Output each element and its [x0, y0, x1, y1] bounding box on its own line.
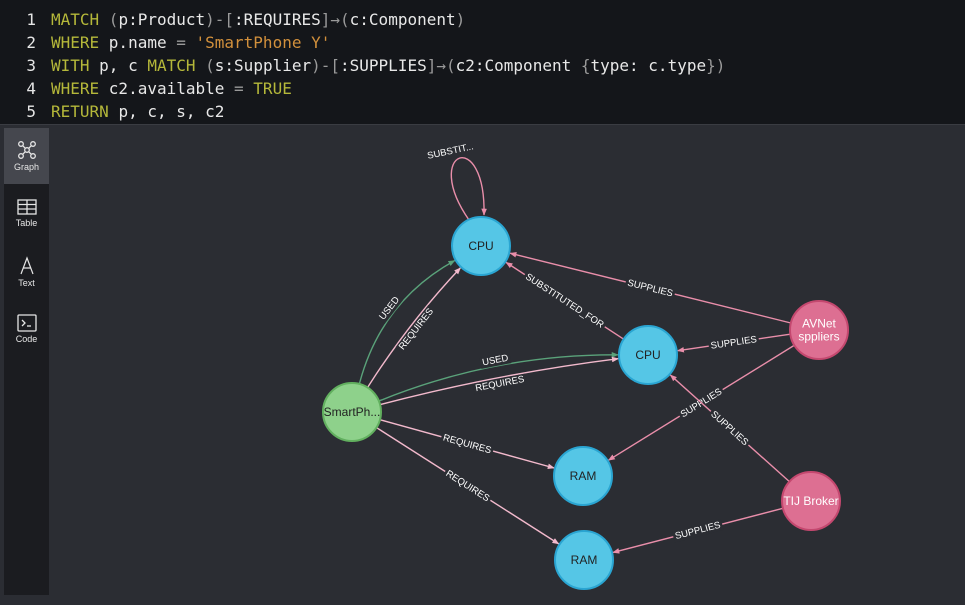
code-token: s:Supplier	[214, 56, 312, 75]
node-circle	[781, 471, 841, 531]
code-token: (	[108, 10, 119, 29]
code-token: WITH	[51, 56, 100, 75]
sidebar-item-table[interactable]: Table	[4, 186, 49, 242]
node-circle	[789, 300, 849, 360]
line-number: 1	[26, 10, 36, 29]
code-token: WHERE	[51, 33, 109, 52]
graph-node-tij[interactable]: TIJ Broker	[781, 471, 841, 531]
line-number: 5	[26, 102, 36, 121]
code-token: p, c, s, c2	[118, 102, 225, 121]
edge-label: USED	[481, 353, 509, 369]
text-icon	[19, 256, 34, 275]
graph-edge-supplies[interactable]: SUPPLIES	[669, 374, 790, 483]
edge-label: REQUIRES	[442, 432, 493, 456]
node-circle	[618, 325, 678, 385]
code-token: :REQUIRES	[234, 10, 321, 29]
node-circle	[554, 530, 614, 590]
graph-edge-supplies[interactable]: SUPPLIES	[612, 507, 784, 554]
line-number: 4	[26, 79, 36, 98]
code-token: RETURN	[51, 102, 119, 121]
edge-label: SUBSTITUTED_FOR	[523, 271, 606, 330]
line-code: RETURN p, c, s, c2	[51, 100, 224, 123]
code-token: {	[580, 56, 591, 75]
node-label: RAM	[570, 469, 597, 483]
code-token: c2:Component	[455, 56, 581, 75]
node-circle	[322, 382, 382, 442]
code-token: 'SmartPhone Y'	[195, 33, 331, 52]
code-token: )-[	[205, 10, 235, 29]
code-token: :SUPPLIES	[340, 56, 427, 75]
graph-edge-requires[interactable]: REQUIRES	[379, 419, 555, 470]
table-icon	[16, 199, 37, 215]
node-label: SmartPh...	[324, 405, 381, 419]
sidebar-item-code[interactable]: Code	[4, 302, 49, 358]
code-token: =	[234, 79, 254, 98]
graph-node-sp[interactable]: SmartPh...	[322, 382, 382, 442]
edge-label: SUPPLIES	[626, 278, 674, 300]
sidebar-item-label: Table	[15, 218, 38, 228]
edge-label: REQUIRES	[397, 306, 436, 352]
code-token: (	[205, 56, 215, 75]
code-icon	[16, 314, 37, 332]
code-token: MATCH	[51, 10, 109, 29]
code-token: MATCH	[147, 56, 206, 75]
graph-node-cpu2[interactable]: CPU	[618, 325, 678, 385]
line-number: 2	[26, 33, 36, 52]
code-token: ]→(	[320, 10, 350, 29]
sidebar-item-label: Text	[18, 278, 35, 288]
line-code: WHERE p.name = 'SmartPhone Y'	[51, 31, 330, 54]
line-code: WHERE c2.available = TRUE	[51, 77, 292, 100]
code-token: p.name	[108, 33, 177, 52]
graph-edge-substituted-for[interactable]: SUBSTITUTED_FOR	[505, 261, 625, 340]
node-circle	[553, 446, 613, 506]
edge-label: SUPPLIES	[674, 520, 722, 542]
graph-node-ram1[interactable]: RAM	[553, 446, 613, 506]
edge-label: SUPPLIES	[710, 334, 758, 352]
code-token: c:Component	[349, 10, 456, 29]
node-circle	[451, 216, 511, 276]
view-sidebar: Graph Table Text Code	[4, 128, 49, 595]
edge-label: REQUIRES	[444, 468, 492, 504]
code-token: )-[	[311, 56, 341, 75]
code-token: p, c	[99, 56, 148, 75]
code-token: })	[706, 56, 726, 75]
code-token: ]→(	[426, 56, 456, 75]
graph-edge-used[interactable]: USED	[378, 351, 619, 402]
graph-icon	[17, 141, 36, 159]
code-token: type: c.type	[590, 56, 707, 75]
graph-edge-used[interactable]: USED	[358, 259, 456, 385]
graph-edge-requires[interactable]: REQUIRES	[366, 267, 461, 388]
node-label: TIJ Broker	[783, 494, 838, 508]
code-token: )	[455, 10, 466, 29]
graph-edge-supplies[interactable]: SUPPLIES	[676, 333, 791, 353]
code-token: p:Product	[118, 10, 206, 29]
line-code: MATCH (p:Product)-[:REQUIRES]→(c:Compone…	[51, 8, 465, 31]
code-token: c2.available	[108, 79, 235, 98]
sidebar-item-graph[interactable]: Graph	[4, 128, 49, 184]
sidebar-item-text[interactable]: Text	[4, 244, 49, 300]
line-number: 3	[26, 56, 36, 75]
code-token: WHERE	[51, 79, 109, 98]
node-label: CPU	[468, 239, 493, 253]
node-label: CPU	[635, 348, 660, 362]
node-label: RAM	[571, 553, 598, 567]
line-code: WITH p, c MATCH (s:Supplier)-[:SUPPLIES]…	[51, 54, 725, 77]
edge-label: SUPPLIES	[708, 409, 750, 448]
graph-node-ram2[interactable]: RAM	[554, 530, 614, 590]
graph-edge-substit-[interactable]: SUBSTIT...	[426, 141, 487, 221]
sidebar-item-label: Code	[15, 334, 38, 344]
code-token: =	[176, 33, 196, 52]
sidebar-item-label: Graph	[13, 162, 39, 172]
code-token: TRUE	[253, 79, 292, 98]
graph-node-cpu1[interactable]: CPU	[451, 216, 511, 276]
